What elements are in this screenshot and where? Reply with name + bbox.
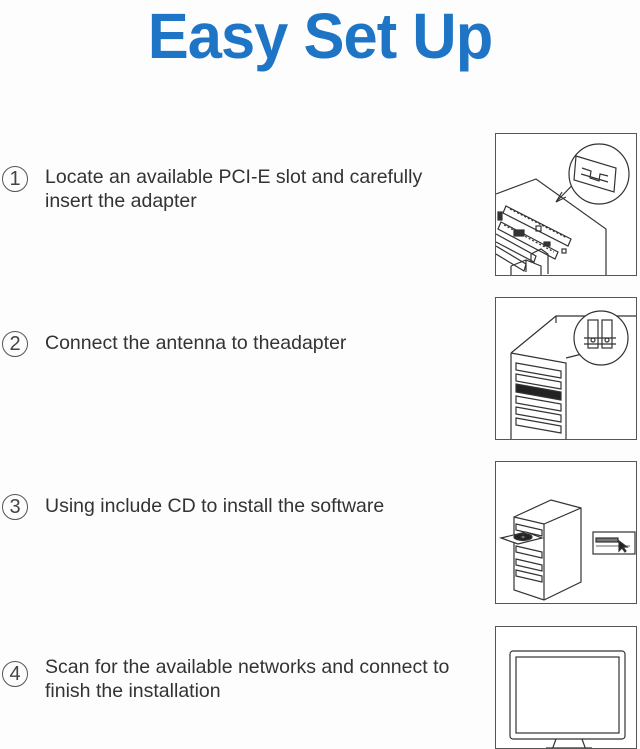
step-text-3: Using include CD to install the software [45,495,385,517]
step-text-2: Connect the antenna to theadapter [45,332,347,354]
page-title: Easy Set Up [147,0,494,72]
step-text-4: Scan for the available networks and conn… [45,656,450,702]
step-number-2: 2 [2,331,28,357]
pc-case-antenna-icon [495,297,637,440]
cd-install-icon [495,461,637,604]
step-number-1: 1 [2,166,28,192]
step-text-1: Locate an available PCI-E slot and caref… [45,166,423,212]
step-number-3: 3 [2,494,28,520]
step-number-4: 4 [2,661,28,687]
monitor-icon [495,626,637,749]
motherboard-slot-icon [495,133,637,276]
